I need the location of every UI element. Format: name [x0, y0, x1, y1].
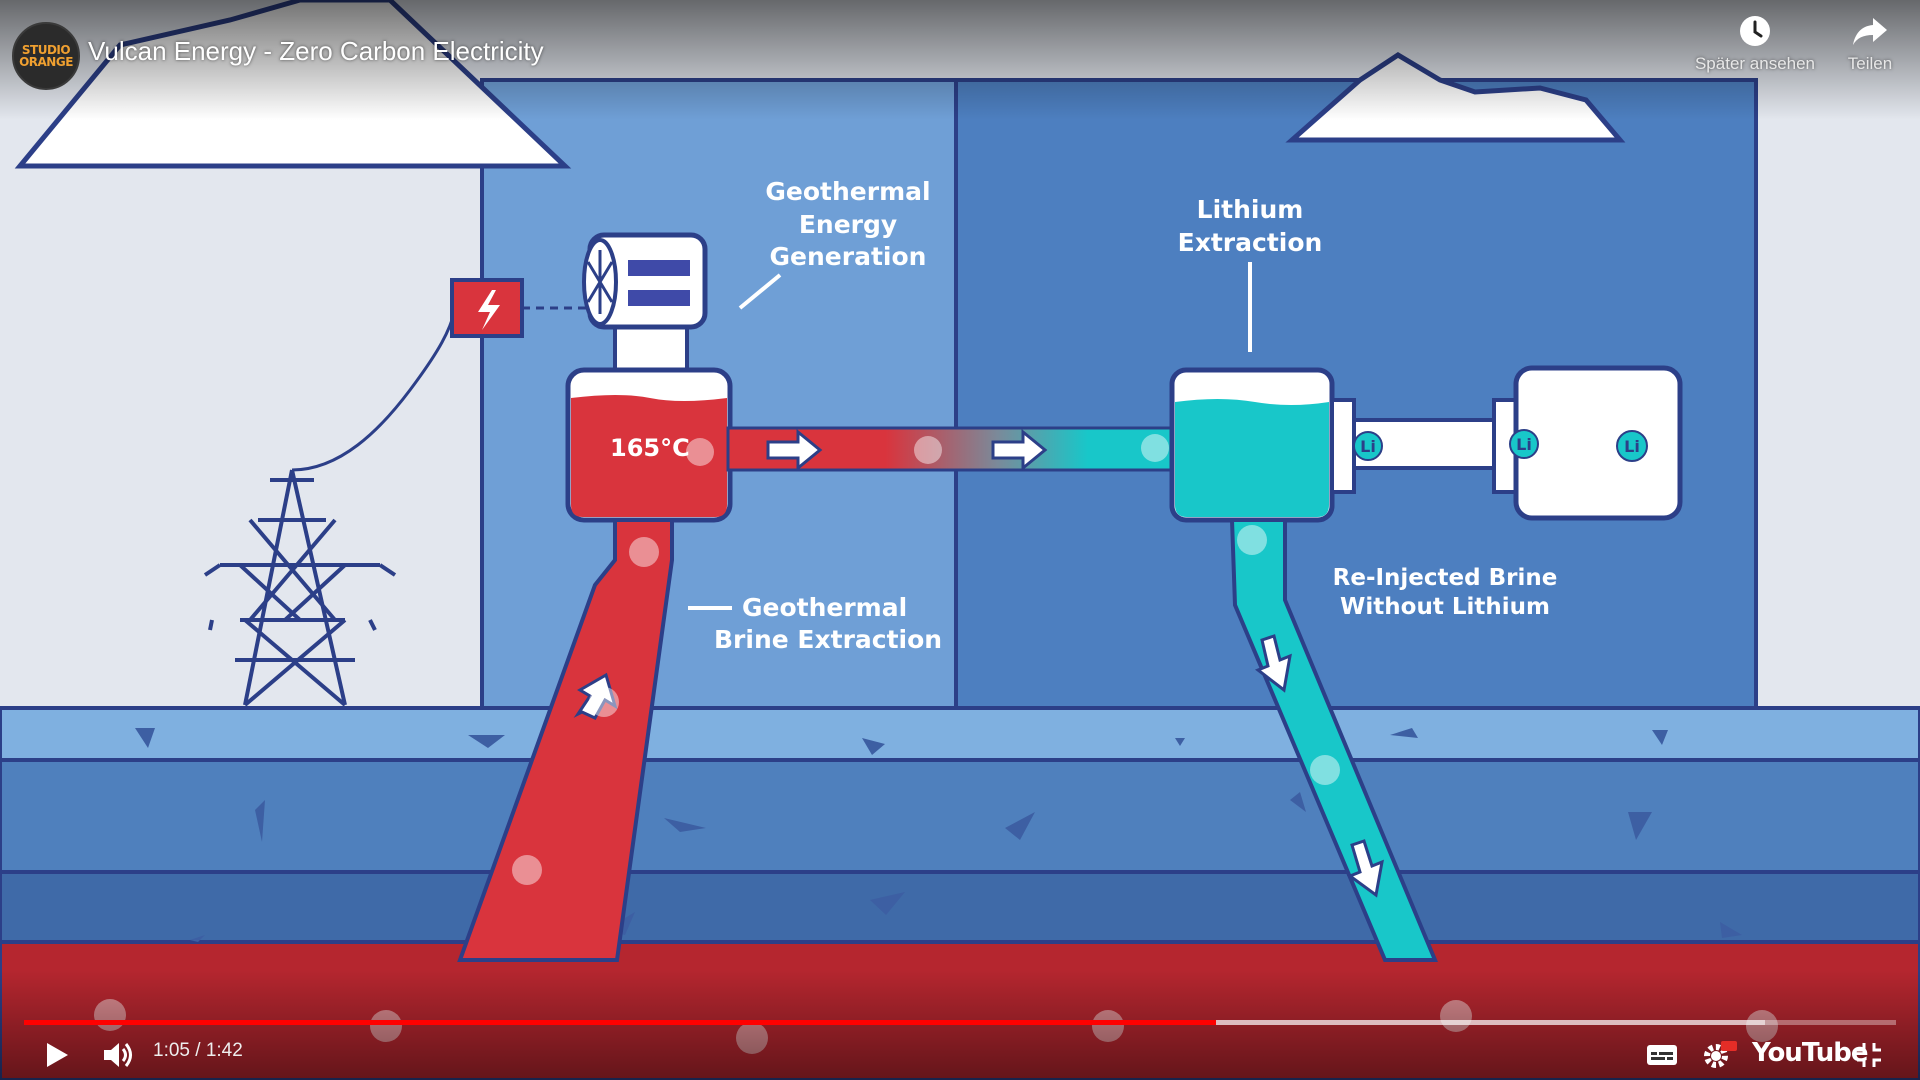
share-label: Teilen	[1847, 54, 1893, 73]
lightning-icon	[478, 290, 500, 330]
flow-arrow-down-1	[1254, 634, 1292, 693]
progress-bar[interactable]	[24, 1020, 1896, 1025]
reinjected-label-line1: Re-Injected Brine	[1333, 565, 1558, 591]
youtube-logo[interactable]: YouTube	[1752, 1038, 1868, 1068]
svg-text:Li: Li	[1624, 437, 1640, 456]
subtitles-icon	[1647, 1045, 1677, 1065]
time-separator: /	[189, 1040, 206, 1061]
flow-arrow-right-1	[766, 428, 823, 472]
volume-icon	[104, 1043, 132, 1067]
svg-text:Li: Li	[1360, 437, 1376, 456]
energy-label-line2: Energy	[799, 210, 897, 239]
share-button[interactable]: Teilen	[1830, 14, 1910, 74]
exit-fullscreen-icon	[1857, 1043, 1881, 1067]
flow-arrow-right-2	[991, 428, 1048, 472]
share-arrow-icon	[1853, 18, 1887, 45]
watch-later-label: Später ansehen	[1694, 54, 1816, 73]
settings-button[interactable]	[1700, 1038, 1740, 1072]
temperature-label: 165°C	[610, 434, 690, 462]
control-bar	[0, 1030, 1920, 1080]
subtitles-button[interactable]	[1644, 1040, 1680, 1070]
video-title[interactable]: Vulcan Energy - Zero Carbon Electricity	[88, 36, 544, 66]
reinjected-label-line2: Without Lithium	[1340, 594, 1550, 620]
magma-layer	[0, 940, 1920, 1080]
progress-played	[24, 1020, 1217, 1025]
channel-avatar[interactable]: STUDIO ORANGE	[12, 22, 80, 90]
clock-icon	[1740, 16, 1770, 46]
play-icon	[47, 1043, 68, 1067]
lithium-marker-3: Li	[1616, 430, 1648, 462]
avatar-text-line1: STUDIO	[21, 43, 71, 57]
watch-later-button[interactable]: Später ansehen	[1690, 14, 1820, 74]
volume-button[interactable]	[100, 1038, 138, 1072]
lithium-label-line2: Extraction	[1178, 228, 1323, 257]
fullscreen-button[interactable]	[1852, 1040, 1886, 1070]
power-box	[450, 278, 524, 338]
extraction-label-line1: Geothermal	[742, 593, 907, 622]
flow-arrow-down-2	[1346, 839, 1384, 898]
power-pylon	[203, 309, 457, 707]
energy-label-line1: Geothermal	[765, 177, 930, 206]
lithium-marker-1: Li	[1353, 431, 1383, 461]
flow-arrow-up	[573, 672, 618, 720]
time-display: 1:05 / 1:42	[153, 1040, 243, 1062]
time-duration: 1:42	[205, 1040, 243, 1061]
extraction-label-line2: Brine Extraction	[714, 625, 942, 654]
lithium-connector-flange-1	[1330, 398, 1356, 494]
settings-gear-icon	[1704, 1041, 1737, 1068]
play-button[interactable]	[40, 1038, 74, 1072]
cool-brine-pipe	[1229, 518, 1438, 962]
ground-layer-1	[0, 706, 1920, 762]
time-current: 1:05	[153, 1040, 190, 1061]
ground-layer-2	[0, 758, 1920, 874]
svg-text:Li: Li	[1516, 435, 1532, 454]
avatar-text-line2: ORANGE	[19, 55, 73, 69]
hot-brine-pipe	[457, 518, 674, 962]
lithium-storage-box	[1513, 365, 1683, 521]
lithium-label-line1: Lithium	[1197, 195, 1304, 224]
lithium-marker-2: Li	[1509, 429, 1539, 459]
energy-label-line3: Generation	[770, 242, 927, 271]
ground-layer-3	[0, 870, 1920, 944]
